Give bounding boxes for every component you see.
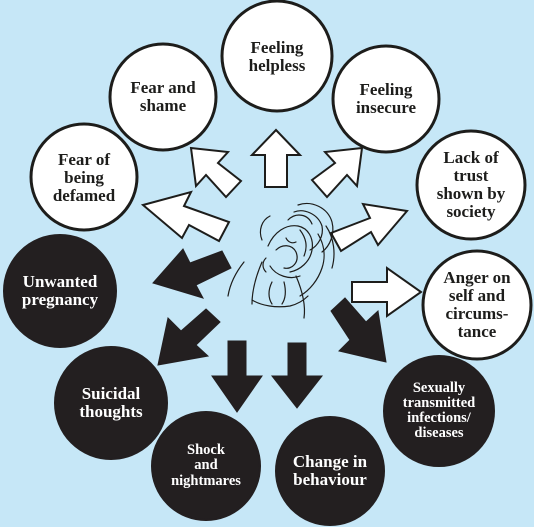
arrow-to-feeling-helpless bbox=[249, 128, 303, 188]
arrow-to-sexually-transmitted bbox=[330, 297, 387, 363]
circle-anger-on-self bbox=[421, 249, 533, 361]
arrow-to-feeling-insecure bbox=[310, 146, 364, 199]
circle-sexually-transmitted bbox=[383, 355, 495, 467]
circle-shock-and-nightmares bbox=[151, 411, 261, 521]
distressed-woman-sketch-icon bbox=[227, 202, 335, 319]
emotional-circles bbox=[29, 0, 533, 361]
hollow-arrows bbox=[140, 128, 423, 318]
arrow-to-change bbox=[270, 342, 324, 409]
circle-fear-of-being-defamed bbox=[29, 122, 139, 232]
arrow-to-fear-of-being-defamed bbox=[140, 190, 231, 243]
arrow-to-unwanted-pregnancy bbox=[152, 248, 232, 299]
circle-feeling-insecure bbox=[331, 44, 441, 154]
arrow-to-shock bbox=[211, 340, 263, 413]
circle-unwanted-pregnancy bbox=[3, 234, 117, 348]
arrow-to-suicidal-thoughts bbox=[157, 308, 221, 366]
circle-feeling-helpless bbox=[220, 0, 334, 113]
circle-change-in-behaviour bbox=[275, 416, 385, 526]
arrow-to-fear-and-shame bbox=[189, 146, 243, 199]
circle-fear-and-shame bbox=[108, 42, 218, 152]
arrow-to-lack-of-trust bbox=[329, 202, 409, 253]
arrow-to-anger bbox=[351, 266, 423, 318]
circle-lack-of-trust bbox=[415, 129, 527, 241]
solid-arrows bbox=[152, 248, 387, 413]
physical-circles bbox=[3, 234, 495, 526]
circle-suicidal-thoughts bbox=[54, 346, 168, 460]
